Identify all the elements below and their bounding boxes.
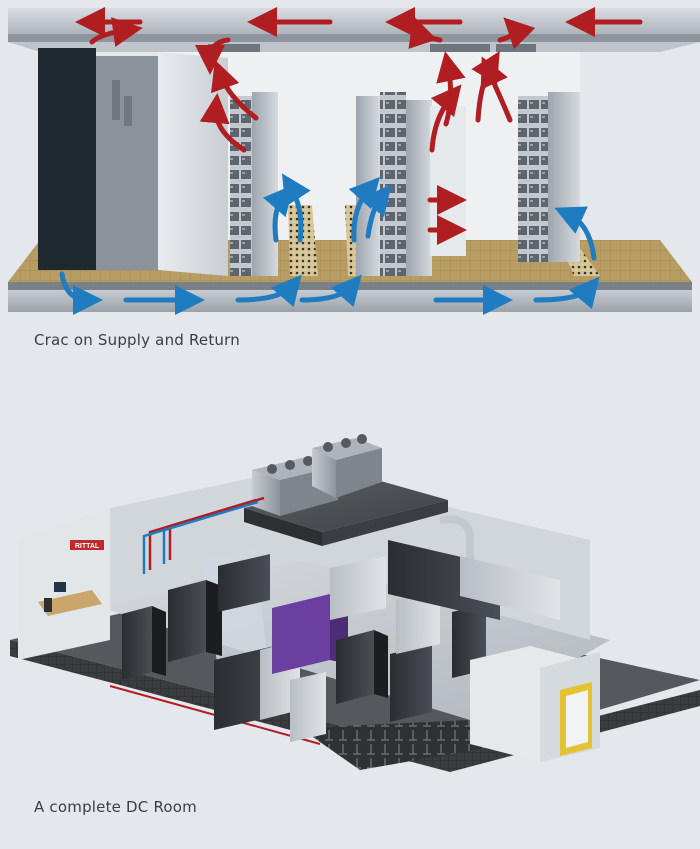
crac-airflow-diagram [0,0,700,322]
partition-wall [158,52,228,276]
rack-cabinet [218,554,270,612]
rack-cabinet [330,556,386,620]
subfloor-plenum [8,290,692,312]
entry-vestibule [470,646,600,762]
perforated-tile [288,205,318,276]
rack-cabinet [168,580,222,662]
supply-air-arrow [235,274,302,308]
coolant-piping [142,496,265,574]
rooftop-chiller [312,434,382,498]
return-air-arrow [199,93,247,153]
rack-row-back [388,540,560,620]
rack-row-2 [356,92,432,276]
rittal-logo-sign: RITTAL [70,540,104,550]
rack-cabinet [122,606,166,680]
rittal-logo-text: RITTAL [75,543,100,550]
rack-cabinet [336,630,388,704]
return-air-arrow [89,17,143,47]
duct [439,515,474,560]
return-air-arrow [497,17,536,50]
dc-room-cutaway: RITTAL [10,434,700,772]
operator-desk [38,582,102,616]
supply-air-arrow [299,274,362,308]
return-air-arrow [211,59,259,121]
supply-air-arrows [59,173,600,315]
caption-complete-dc-room: A complete DC Room [34,798,197,816]
rack-cabinet [396,590,440,654]
floor-pedestals [300,720,520,770]
return-air-arrow [408,15,443,49]
rack-cabinet [390,644,432,722]
supply-air-arrow [360,184,392,239]
caption-crac-supply-return: Crac on Supply and Return [34,331,240,349]
supply-air-arrow [281,173,311,243]
return-air-arrows [75,7,643,245]
roof-slab [244,478,448,532]
supply-air-arrow [59,271,103,315]
ceiling-return-grille [430,44,490,54]
supply-air-arrow [554,206,597,261]
return-air-arrow [480,56,513,123]
return-air-arrow [436,51,466,127]
ceiling-return-grille [208,44,260,54]
crac-airflow-illustration [8,7,700,315]
supply-air-arrow [533,276,600,310]
return-air-arrow [195,37,231,75]
dc-room-illustration: RITTAL [0,382,700,792]
crac-unit [38,48,96,270]
